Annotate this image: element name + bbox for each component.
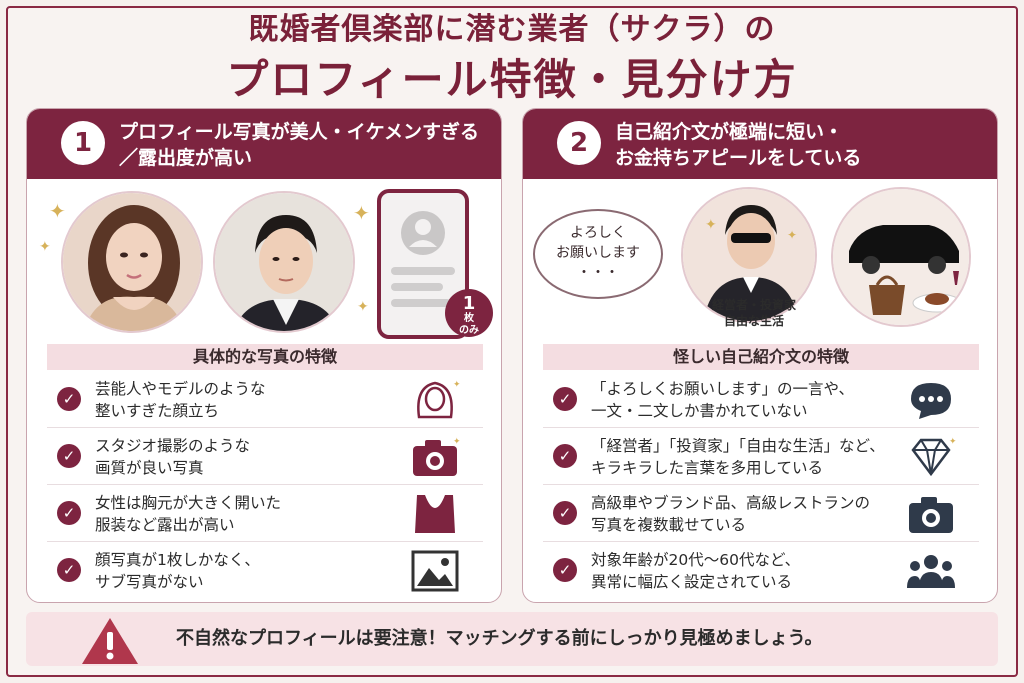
caption-line2: 自由な生活	[723, 314, 784, 328]
item-line1: 「よろしくお願いします」の一言や、	[591, 380, 855, 398]
panel-heading-line2: お金持ちアピールをしている	[615, 147, 862, 169]
item-line1: 芸能人やモデルのような	[95, 380, 266, 398]
list-item: ✓ 「よろしくお願いします」の一言や、 一文・二文しか書かれていない	[543, 372, 979, 428]
bubble-line2: お願いします	[556, 245, 640, 261]
svg-text:✦: ✦	[949, 437, 957, 447]
item-line2: 画質が良い写真	[95, 459, 204, 477]
check-icon: ✓	[553, 387, 577, 411]
item-text: 女性は胸元が大きく開いた 服装など露出が高い	[95, 492, 395, 536]
sparkle-icon: ✦	[357, 299, 369, 315]
self-intro-features-panel: 2 自己紹介文が極端に短い・ お金持ちアピールをしている よろしく お願いします…	[522, 108, 998, 603]
badge-number: 1	[462, 293, 476, 314]
item-text: 顔写真が1枚しかなく、 サブ写真がない	[95, 549, 395, 593]
panel-header: 1 プロフィール写真が美人・イケメンすぎる ／露出度が高い	[27, 109, 501, 179]
businessman-portrait-image: ✦ ✦	[681, 187, 817, 323]
item-line2: サブ写真がない	[95, 573, 204, 591]
item-text: 芸能人やモデルのような 整いすぎた顔立ち	[95, 378, 395, 422]
check-icon: ✓	[553, 558, 577, 582]
list-item: ✓ 芸能人やモデルのような 整いすぎた顔立ち ✦	[47, 372, 483, 428]
section-number: 2	[557, 121, 601, 165]
sparkle-icon: ✦	[49, 199, 66, 223]
item-line1: 顔写真が1枚しかなく、	[95, 551, 260, 569]
sparkle-icon: ✦	[353, 201, 370, 225]
check-icon: ✓	[57, 558, 81, 582]
item-text: 「経営者」「投資家」「自由な生活」など、 キラキラした言葉を多用している	[591, 435, 931, 479]
item-line2: 異常に幅広く設定されている	[591, 573, 793, 591]
item-line2: 写真を複数載せている	[591, 516, 747, 534]
svg-text:✦: ✦	[453, 437, 461, 447]
svg-text:✦: ✦	[705, 217, 717, 233]
woman-face-icon: ✦	[409, 377, 461, 423]
man-portrait-image	[213, 191, 355, 333]
panel-heading-line2: ／露出度が高い	[119, 147, 253, 169]
photo-illustrations: ✦ ✦	[27, 179, 501, 339]
item-text: 高級車やブランド品、高級レストランの 写真を複数載せている	[591, 492, 931, 536]
list-item: ✓ 対象年齢が20代〜60代など、 異常に幅広く設定されている	[543, 543, 979, 599]
badge-unit: 枚	[464, 313, 474, 324]
panel-heading-line1: 自己紹介文が極端に短い・	[615, 121, 844, 143]
warning-banner: 不自然なプロフィールは要注意！マッチングする前にしっかり見極めましょう。	[26, 612, 998, 666]
panel-header: 2 自己紹介文が極端に短い・ お金持ちアピールをしている	[523, 109, 997, 179]
svg-text:✦: ✦	[787, 228, 797, 242]
group-icon	[905, 548, 957, 594]
photo-features-panel: 1 プロフィール写真が美人・イケメンすぎる ／露出度が高い ✦ ✦	[26, 108, 502, 603]
section-number: 1	[61, 121, 105, 165]
warning-triangle-icon	[80, 616, 140, 666]
diamond-icon: ✦	[905, 434, 957, 480]
panel-heading: プロフィール写真が美人・イケメンすぎる ／露出度が高い	[119, 119, 489, 171]
item-text: 対象年齢が20代〜60代など、 異常に幅広く設定されている	[591, 549, 931, 593]
speech-bubble: よろしく お願いします ・・・	[533, 209, 663, 299]
check-icon: ✓	[553, 501, 577, 525]
panel-subheading: 怪しい自己紹介文の特徴	[543, 344, 979, 370]
panel-heading: 自己紹介文が極端に短い・ お金持ちアピールをしている	[615, 119, 985, 171]
item-line1: 「経営者」「投資家」「自由な生活」など、	[591, 437, 885, 455]
self-intro-illustrations: よろしく お願いします ・・・ ✦ ✦ 経営者・投資家 自由な生活	[523, 179, 997, 339]
list-item: ✓ スタジオ撮影のような 画質が良い写真 ✦	[47, 429, 483, 485]
badge-only: のみ	[459, 325, 479, 336]
item-text: スタジオ撮影のような 画質が良い写真	[95, 435, 395, 479]
check-icon: ✓	[57, 387, 81, 411]
lifestyle-caption: 経営者・投資家 自由な生活	[689, 297, 819, 329]
list-item: ✓ 「経営者」「投資家」「自由な生活」など、 キラキラした言葉を多用している ✦	[543, 429, 979, 485]
item-line1: スタジオ撮影のような	[95, 437, 251, 455]
list-item: ✓ 高級車やブランド品、高級レストランの 写真を複数載せている	[543, 486, 979, 542]
woman-portrait-image	[61, 191, 203, 333]
svg-text:✦: ✦	[453, 380, 461, 390]
item-line1: 高級車やブランド品、高級レストランの	[591, 494, 871, 512]
bubble-line1: よろしく	[570, 225, 626, 241]
camera-icon	[905, 491, 957, 537]
low-neckline-top-icon	[409, 491, 461, 537]
list-item: ✓ 女性は胸元が大きく開いた 服装など露出が高い	[47, 486, 483, 542]
item-line1: 対象年齢が20代〜60代など、	[591, 551, 801, 569]
item-line2: 服装など露出が高い	[95, 516, 235, 534]
panel-heading-line1: プロフィール写真が美人・イケメンすぎる	[119, 121, 480, 143]
caption-line1: 経営者・投資家	[711, 298, 796, 312]
item-text: 「よろしくお願いします」の一言や、 一文・二文しか書かれていない	[591, 378, 931, 422]
camera-icon: ✦	[409, 434, 461, 480]
warning-text: 不自然なプロフィールは要注意！マッチングする前にしっかり見極めましょう。	[176, 628, 823, 649]
image-icon	[409, 548, 461, 594]
check-icon: ✓	[57, 501, 81, 525]
bubble-line3: ・・・	[577, 265, 619, 281]
item-line2: 整いすぎた顔立ち	[95, 402, 220, 420]
panel-subheading: 具体的な写真の特徴	[47, 344, 483, 370]
sparkle-icon: ✦	[39, 239, 51, 255]
check-icon: ✓	[57, 444, 81, 468]
page-title-line1: 既婚者倶楽部に潜む業者（サクラ）の	[248, 12, 776, 47]
list-item: ✓ 顔写真が1枚しかなく、 サブ写真がない	[47, 543, 483, 599]
item-line2: 一文・二文しか書かれていない	[591, 402, 808, 420]
luxury-goods-image	[831, 187, 971, 327]
chat-bubble-icon	[905, 377, 957, 423]
check-icon: ✓	[553, 444, 577, 468]
page-title-line2: プロフィール特徴・見分け方	[226, 55, 798, 104]
item-line1: 女性は胸元が大きく開いた	[95, 494, 282, 512]
item-line2: キラキラした言葉を多用している	[591, 459, 824, 477]
